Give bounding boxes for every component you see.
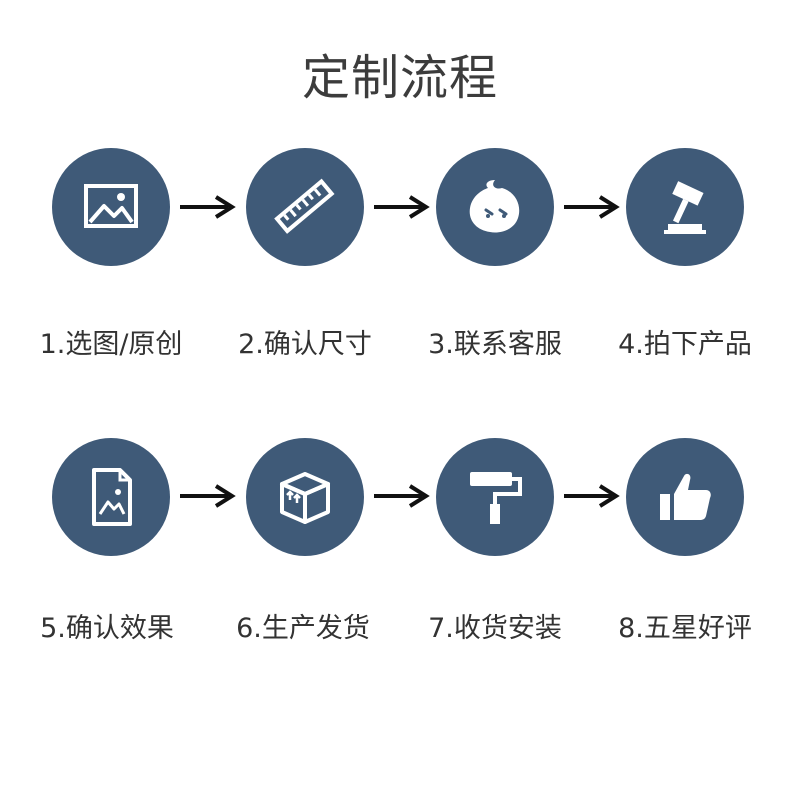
- page-title: 定制流程: [301, 50, 498, 106]
- step-2-label: 2.确认尺寸: [238, 329, 372, 360]
- arrow-icon: [178, 195, 238, 219]
- image-icon: [84, 184, 138, 228]
- chat-mascot-icon: [469, 180, 520, 233]
- step-5-label: 5.确认效果: [40, 613, 174, 644]
- step-6-circle: [246, 438, 364, 556]
- ruler-icon: [274, 178, 335, 234]
- step-1-circle: [52, 148, 170, 266]
- step-7-label: 7.收货安装: [428, 613, 562, 644]
- arrow-icon: [372, 195, 432, 219]
- step-4-circle: [626, 148, 744, 266]
- step-7-circle: [436, 438, 554, 556]
- auction-hammer-icon: [664, 181, 706, 234]
- step-8-circle: [626, 438, 744, 556]
- arrow-icon: [178, 484, 238, 508]
- step-1-label: 1.选图/原创: [39, 329, 183, 360]
- step-2-circle: [246, 148, 364, 266]
- step-3-circle: [436, 148, 554, 266]
- arrow-icon: [372, 484, 432, 508]
- package-box-icon: [280, 472, 330, 524]
- image-file-icon: [92, 468, 132, 526]
- step-6-label: 6.生产发货: [236, 613, 370, 644]
- step-3-label: 3.联系客服: [428, 329, 562, 360]
- arrow-icon: [562, 195, 622, 219]
- step-5-circle: [52, 438, 170, 556]
- thumbs-up-icon: [660, 473, 711, 520]
- step-8-label: 8.五星好评: [618, 613, 752, 644]
- arrow-icon: [562, 484, 622, 508]
- paint-roller-icon: [470, 472, 522, 524]
- step-4-label: 4.拍下产品: [618, 329, 752, 360]
